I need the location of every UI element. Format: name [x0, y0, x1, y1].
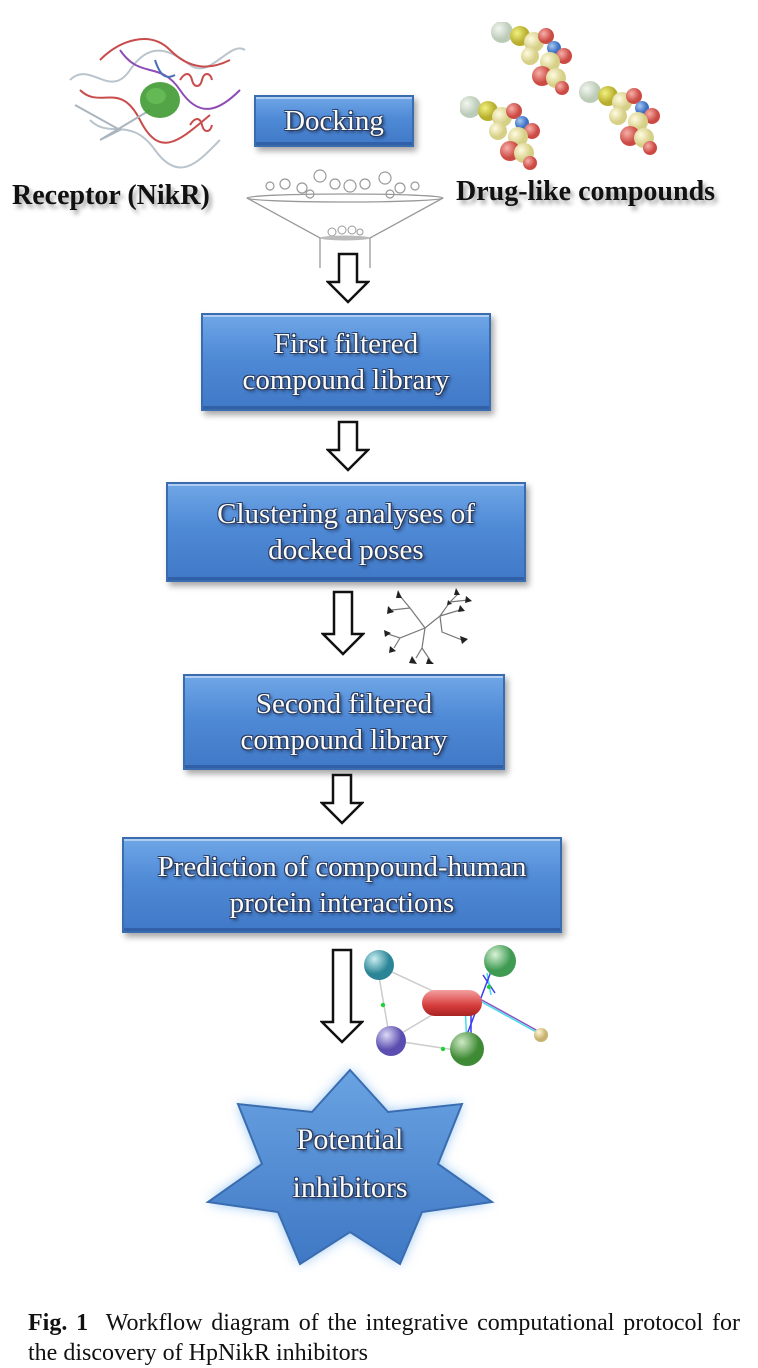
second-filtered-library-box: Second filtered compound library: [183, 674, 505, 770]
caption-text: Workflow diagram of the integrative comp…: [28, 1310, 740, 1366]
compounds-label: Drug-like compounds: [456, 176, 716, 207]
down-arrow-icon: [326, 252, 370, 304]
docking-box: Docking: [254, 95, 414, 147]
down-arrow-icon: [320, 948, 364, 1044]
prediction-interactions-box: Prediction of compound-human protein int…: [122, 837, 562, 933]
docking-label: Docking: [284, 105, 384, 137]
result-star: [200, 1062, 500, 1272]
interaction-network-icon: [355, 945, 555, 1085]
receptor-label: Receptor (NikR): [12, 180, 210, 211]
step-text-line: Second filtered: [255, 688, 433, 720]
step-text-line: First filtered: [273, 328, 419, 360]
down-arrow-icon: [320, 773, 364, 825]
protein-structure-icon: [60, 20, 260, 170]
result-text-line: Potential: [296, 1123, 404, 1156]
step-text-line: compound library: [242, 364, 450, 396]
step-text-line: Prediction of compound-human: [157, 851, 527, 883]
first-filtered-library-box: First filtered compound library: [201, 313, 491, 411]
molecule-icon: [459, 21, 680, 172]
step-text-line: Clustering analyses of: [217, 498, 475, 530]
step-text-line: compound library: [240, 724, 448, 756]
step-text-line: docked poses: [268, 534, 424, 566]
down-arrow-icon: [326, 420, 370, 472]
figure-caption: Fig. 1 Workflow diagram of the integrati…: [28, 1308, 740, 1368]
caption-label: Fig. 1: [28, 1310, 89, 1336]
funnel-icon: [240, 158, 450, 268]
step-text-line: protein interactions: [229, 887, 455, 919]
result-text-line: inhibitors: [292, 1171, 408, 1204]
clustering-analyses-box: Clustering analyses of docked poses: [166, 482, 526, 582]
dendrogram-icon: [380, 588, 480, 666]
down-arrow-icon: [321, 590, 365, 656]
result-label: Potential inhibitors: [250, 1116, 450, 1212]
